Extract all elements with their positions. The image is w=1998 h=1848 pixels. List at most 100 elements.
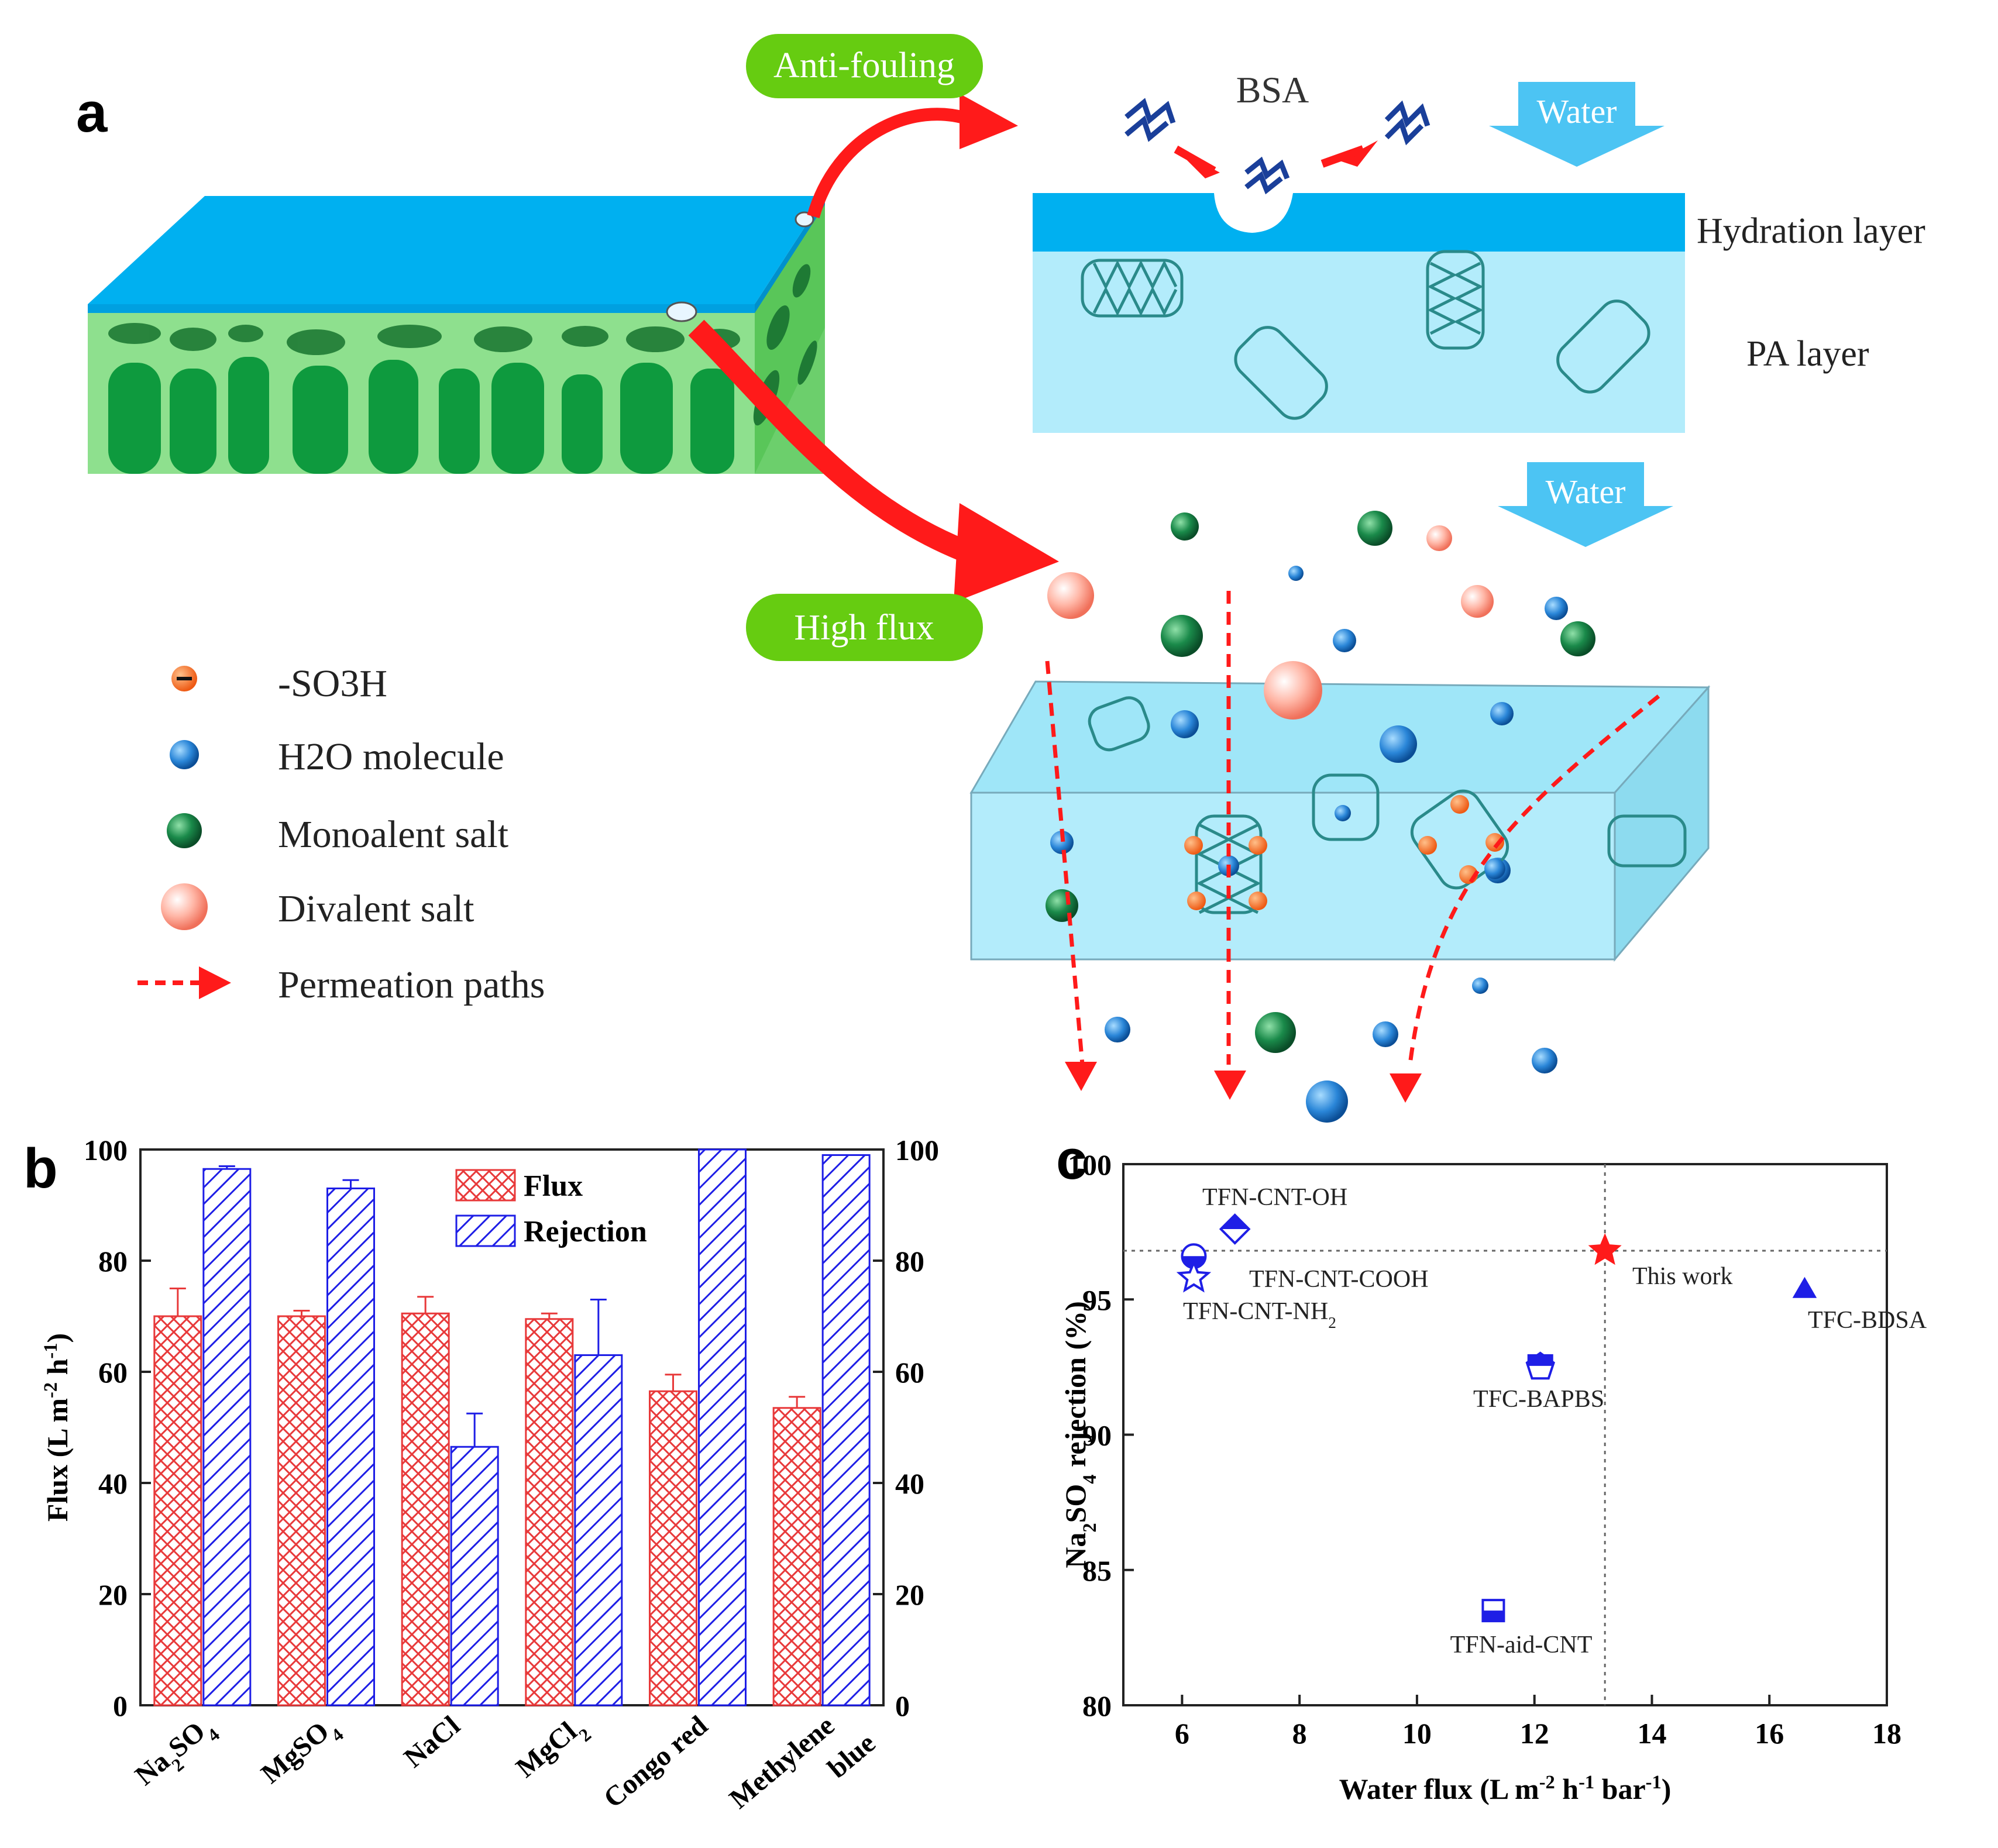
bar-rejection: [450, 1446, 499, 1706]
legend-swatch-flux: [455, 1169, 516, 1202]
bar-flux: [401, 1312, 450, 1706]
bar-rejection: [326, 1188, 375, 1706]
permeation-paths: [1045, 591, 1660, 1065]
anti-fouling-arrow: [807, 108, 974, 219]
panel-a-letter: a: [76, 81, 108, 144]
bar-flux: [277, 1315, 326, 1706]
point-this-work: [1588, 1233, 1622, 1265]
water-arrow-bottom: Water: [1498, 462, 1673, 547]
plot-frame: [139, 1148, 885, 1706]
legend-item-divalent: Divalent salt: [161, 883, 474, 930]
point-tfc-bdsa-label: TFC-BDSA: [1808, 1307, 1927, 1334]
y2-tick-label: 80: [895, 1245, 924, 1278]
x-tick-label: MgSO4: [255, 1710, 347, 1796]
permeation-arrow-icon: [137, 966, 231, 999]
y-tick-label: 100: [1068, 1148, 1112, 1181]
panel-a: a: [76, 34, 1925, 1123]
x-tick-label: MgCl2: [510, 1710, 595, 1790]
permeation-detail: Water: [969, 462, 1711, 1123]
y-axis-label: Flux (L m-2 h-1): [40, 1333, 74, 1522]
x-tick-label: Na2SO4: [129, 1710, 223, 1798]
y-tick-label: 60: [98, 1356, 128, 1389]
bar-flux: [525, 1318, 574, 1706]
x-tick-label: 18: [1872, 1717, 1901, 1750]
high-flux-callout: High flux: [746, 594, 983, 661]
y-tick-label: 95: [1082, 1283, 1112, 1316]
legend-item-permeation: Permeation paths: [137, 963, 545, 1006]
panel-b-letter: b: [23, 1137, 58, 1200]
y-tick-label: 80: [98, 1245, 128, 1278]
y2-tick-label: 100: [895, 1134, 939, 1166]
point-tfn-aid-cnt-label: TFN-aid-CNT: [1450, 1632, 1593, 1658]
legend-swatch-rejection: [455, 1214, 516, 1247]
panel-c-letter: c: [1056, 1128, 1087, 1191]
point-tfn-cnt-oh-label: TFN-CNT-OH: [1202, 1184, 1347, 1211]
monovalent-salt-icon: [167, 813, 202, 848]
high-flux-arrow: [688, 319, 981, 566]
y2-tick-label: 60: [895, 1356, 924, 1389]
x-tick-label: 16: [1755, 1717, 1784, 1750]
water-arrow-top: Water: [1489, 82, 1665, 167]
legend-label-flux: Flux: [524, 1169, 583, 1203]
svg-text:High flux: High flux: [794, 608, 934, 648]
legend-item-water: H2O molecule: [170, 735, 504, 778]
point-tfn-cnt-cooh-label: TFN-CNT-COOH: [1249, 1266, 1429, 1293]
x-tick-label: 12: [1520, 1717, 1549, 1750]
bar-rejection: [698, 1148, 747, 1706]
point-tfc-bapbs-label: TFC-BAPBS: [1473, 1386, 1604, 1413]
y-tick-label: 90: [1082, 1419, 1112, 1452]
svg-text:H2O molecule: H2O molecule: [278, 735, 504, 778]
anti-fouling-callout: Anti-fouling: [746, 34, 983, 98]
y-tick-label: 100: [84, 1134, 128, 1166]
bar-rejection: [821, 1154, 871, 1706]
hydration-layer-label: Hydration layer: [1697, 211, 1925, 251]
svg-text:Water: Water: [1545, 473, 1625, 511]
legend-item-so3h: -SO3H: [171, 662, 387, 705]
bar-rejection: [574, 1354, 623, 1706]
x-tick-label: 14: [1637, 1717, 1666, 1750]
anti-fouling-arrowhead: [960, 94, 1018, 149]
y2-tick-label: 20: [895, 1578, 924, 1611]
y-tick-label: 40: [98, 1467, 128, 1500]
svg-text:Divalent salt: Divalent salt: [278, 887, 474, 930]
point-tfn-aid-cnt-fill: [1483, 1610, 1504, 1622]
y-axis-label: Na2SO4 rejection (%): [1059, 1301, 1101, 1568]
solute-particles: [1046, 511, 1595, 1123]
y-tick-label: 0: [113, 1689, 128, 1722]
bar-flux: [649, 1390, 697, 1706]
plot-frame: [1122, 1163, 1888, 1706]
y-tick-label: 20: [98, 1578, 128, 1611]
legend-label-rejection: Rejection: [524, 1215, 647, 1248]
panel-a-legend: -SO3H H2O molecule Monoalent salt Divale…: [137, 662, 545, 1006]
svg-text:Monoalent salt: Monoalent salt: [278, 813, 508, 856]
point-tfc-bdsa: [1792, 1276, 1817, 1298]
svg-text:Anti-fouling: Anti-fouling: [773, 46, 955, 85]
x-tick-label: 10: [1402, 1717, 1432, 1750]
x-tick-label: 6: [1175, 1717, 1189, 1750]
point-tfn-cnt-nh2: [1176, 1259, 1212, 1293]
high-flux-arrowhead: [954, 503, 1059, 603]
y-tick-label: 80: [1082, 1689, 1112, 1722]
point-tfn-cnt-oh-fill: [1220, 1215, 1249, 1229]
svg-text:-SO3H: -SO3H: [278, 662, 387, 705]
cnt-icons: [1081, 250, 1650, 420]
x-axis-label: Water flux (L m-2 h-1 bar-1): [1339, 1772, 1672, 1805]
bar-flux: [772, 1407, 821, 1706]
x-tick-label: Congo red: [598, 1710, 714, 1814]
legend-item-monovalent: Monoalent salt: [167, 813, 508, 856]
point-tfn-cnt-nh2-label: TFN-CNT-NH2: [1183, 1298, 1336, 1331]
bar-flux: [153, 1315, 202, 1706]
y-tick-label: 85: [1082, 1554, 1112, 1587]
bsa-label: BSA: [1236, 69, 1309, 111]
y2-tick-label: 40: [895, 1467, 924, 1500]
x-tick-label: NaCl: [398, 1710, 466, 1774]
point-this-work-label: This work: [1632, 1263, 1733, 1290]
point-tfc-bapbs-fill: [1527, 1354, 1553, 1366]
y2-tick-label: 0: [895, 1689, 910, 1722]
so3h-groups: [1184, 795, 1505, 910]
